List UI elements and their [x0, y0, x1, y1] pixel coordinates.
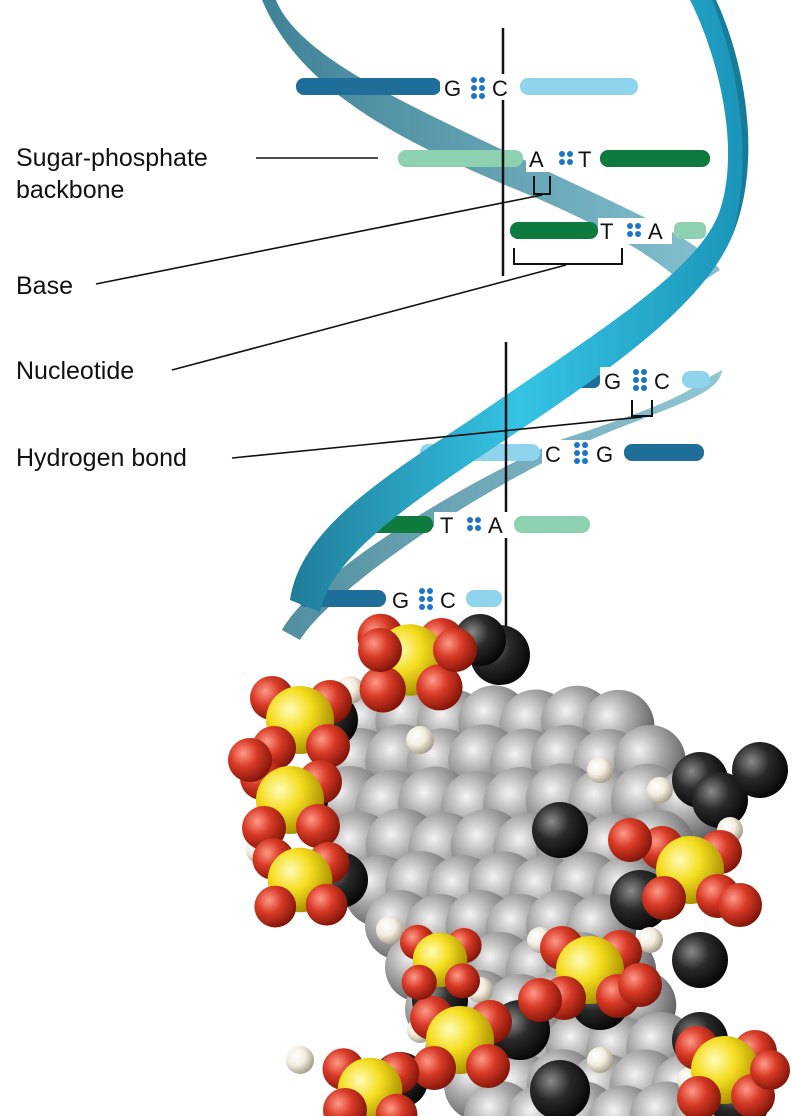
base-pair-5-right: G: [596, 442, 613, 467]
oxygen-atom: [433, 628, 477, 672]
oxygen-atom: [608, 818, 652, 862]
hydrogen-bond-label: Hydrogen bond: [16, 444, 187, 472]
helix-axis: [503, 28, 506, 650]
oxygen-atom: [718, 883, 762, 927]
hydrogen-atom: [587, 1047, 613, 1073]
base-pair-6-left: T: [440, 513, 453, 538]
base-pair-1-right: C: [492, 76, 508, 101]
carbon-atom: [732, 742, 788, 798]
base-pair-6-right: A: [488, 513, 503, 538]
base-pair-7-left: G: [392, 588, 409, 613]
base-label: Base: [16, 272, 73, 300]
base-pair-4-left: G: [604, 369, 621, 394]
oxygen-atom: [445, 963, 480, 998]
oxygen-atom: [306, 884, 348, 926]
labels: Sugar-phosphate backbone Base Nucleotide…: [16, 144, 208, 472]
base-pair-2-right: T: [578, 147, 591, 172]
base-pair-3-left: T: [600, 219, 613, 244]
hydrogen-atom: [406, 726, 434, 754]
oxygen-atom: [642, 876, 686, 920]
base-pair-5-left: C: [545, 442, 561, 467]
oxygen-atom: [358, 628, 402, 672]
carbon-atom: [672, 932, 728, 988]
backbone-label-line1: Sugar-phosphate: [16, 144, 208, 172]
nucleotide-bracket: [514, 248, 622, 264]
oxygen-atom: [228, 738, 272, 782]
oxygen-atom: [402, 965, 437, 1000]
oxygen-atom: [750, 1050, 790, 1090]
oxygen-atom: [518, 978, 562, 1022]
oxygen-atom: [466, 1044, 510, 1088]
base-pair-4-right: C: [654, 369, 670, 394]
base-pair-7-right: C: [440, 588, 456, 613]
nucleotide-label: Nucleotide: [16, 357, 134, 385]
hydrogen-atom: [587, 757, 613, 783]
oxygen-atom: [296, 804, 340, 848]
oxygen-atom: [360, 666, 406, 712]
hydrogen-atom: [647, 777, 673, 803]
oxygen-atom: [254, 886, 296, 928]
base-pair-1-left: G: [444, 76, 461, 101]
base-pair-3-right: A: [648, 219, 663, 244]
space-filling-model: [228, 614, 790, 1116]
base-pair-2-left: A: [529, 147, 544, 172]
carbon-atom: [532, 802, 588, 858]
backbone-label-line2: backbone: [16, 176, 124, 204]
hydrogen-atom: [286, 1046, 314, 1074]
base-leader: [96, 195, 542, 284]
hydrogen-atom: [376, 916, 404, 944]
oxygen-atom: [618, 963, 662, 1007]
